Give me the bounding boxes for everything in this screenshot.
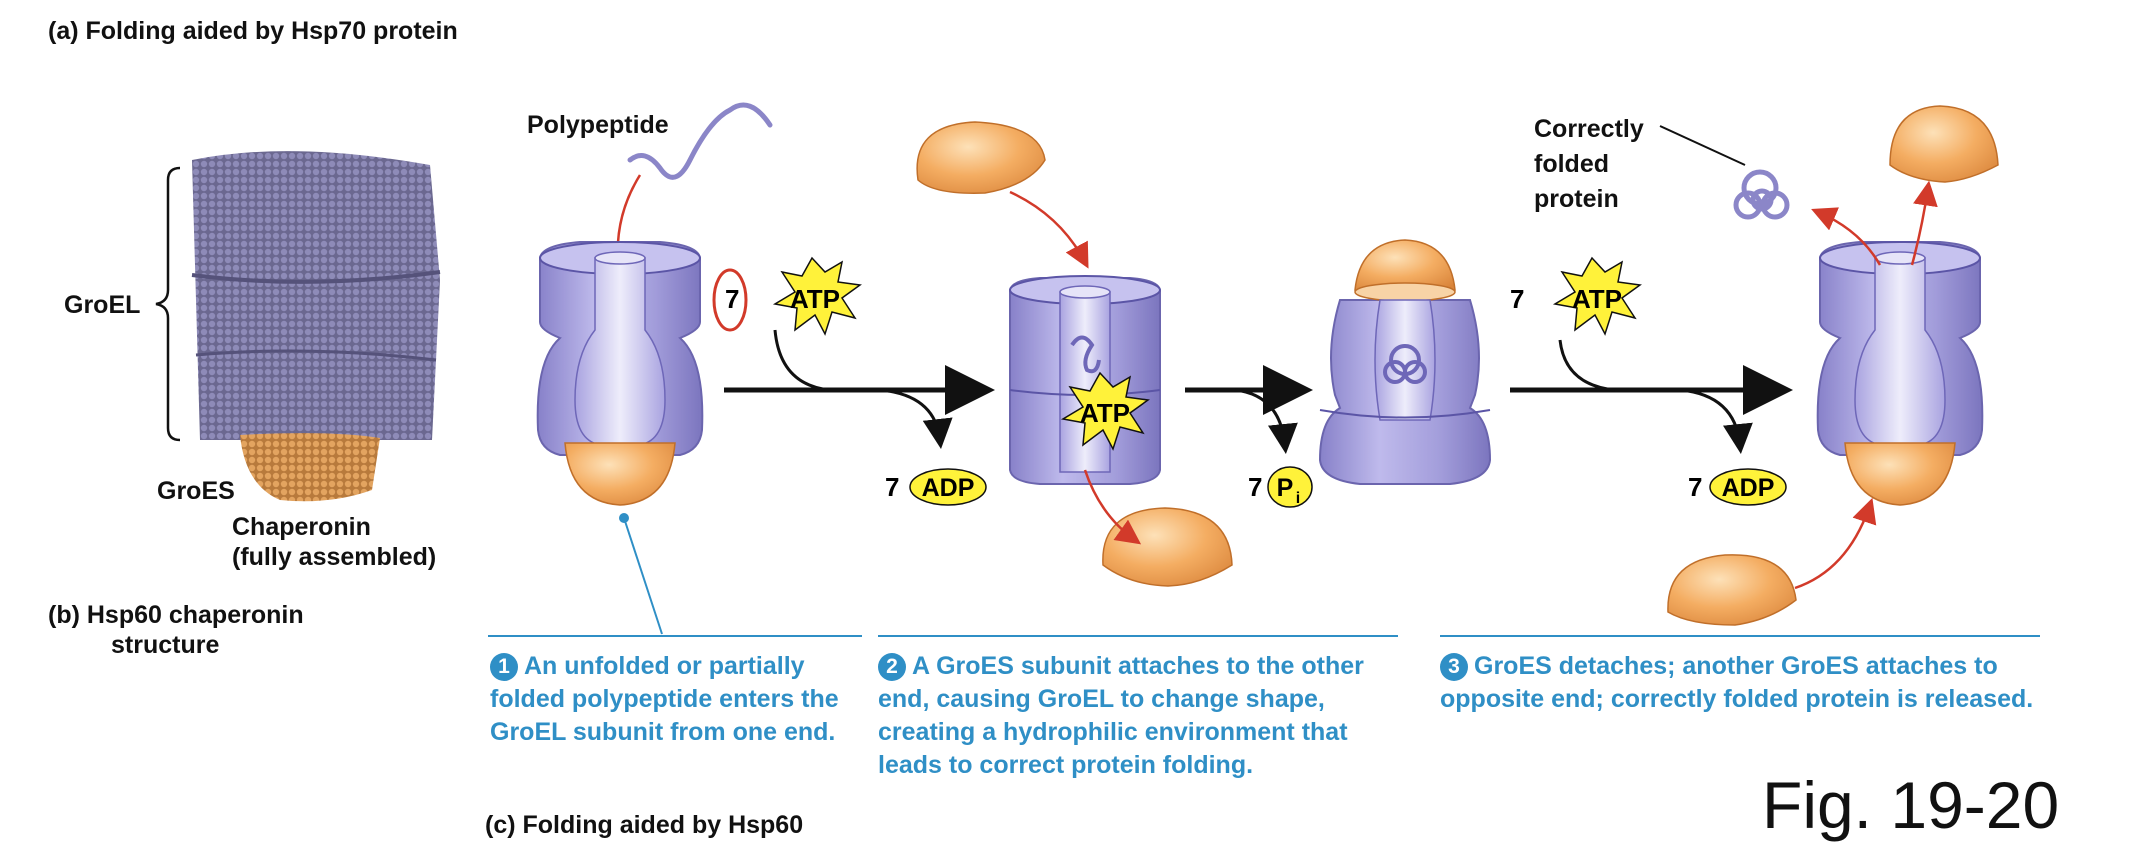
groes-cap-incoming	[916, 121, 1046, 194]
svg-text:ATP: ATP	[1572, 284, 1622, 314]
adp-oval-2: 7 ADP	[1688, 468, 1787, 506]
groel-barrel-3	[1318, 239, 1492, 485]
folded-protein-pointer	[1659, 125, 1746, 166]
atp-star-3: ATP 7	[1510, 256, 1642, 336]
groes-cap-new	[1667, 554, 1797, 626]
groes-release-arrow	[1910, 180, 1938, 266]
svg-text:7: 7	[725, 284, 739, 314]
chaperonin-structure-image	[191, 151, 441, 502]
groes-attach-arrow	[1009, 190, 1089, 269]
svg-text:ADP: ADP	[1722, 474, 1775, 502]
svg-text:ATP: ATP	[790, 284, 840, 314]
step-1-pointer	[619, 513, 663, 635]
protein-release-arrow	[1811, 207, 1882, 266]
reaction-arrow-2	[1185, 365, 1313, 454]
groes-cap-detached	[1889, 105, 1999, 183]
svg-text:7: 7	[1510, 284, 1524, 314]
pi-oval: 7 P i	[1248, 466, 1313, 508]
svg-text:7: 7	[1688, 472, 1702, 502]
step-1-badge: 1	[490, 653, 518, 681]
polypeptide-chain	[627, 102, 773, 180]
folded-protein	[1733, 169, 1790, 220]
reaction-arrow-3	[1510, 339, 1793, 454]
groes-cap-released	[1102, 507, 1233, 587]
panel-a-title: (a) Folding aided by Hsp70 protein	[48, 17, 458, 45]
svg-text:ADP: ADP	[922, 474, 975, 502]
atp-star-1: ATP 7	[712, 256, 862, 336]
polypeptide-label: Polypeptide	[527, 111, 669, 139]
correctly-folded-label: Correctly folded protein	[1534, 115, 1644, 213]
svg-text:i: i	[1296, 490, 1300, 507]
step-3-badge: 3	[1440, 653, 1468, 681]
groes-new-attach-arrow	[1794, 497, 1877, 590]
svg-text:7: 7	[1248, 472, 1262, 502]
groel-barrel-4	[1816, 241, 1984, 506]
svg-text:P: P	[1277, 474, 1294, 502]
groel-barrel-2	[1009, 275, 1161, 485]
groes-label: GroES	[157, 477, 235, 505]
svg-text:ATP: ATP	[1080, 398, 1130, 428]
svg-text:7: 7	[885, 472, 899, 502]
groel-label: GroEL	[64, 291, 141, 319]
adp-oval-1: 7 ADP	[885, 468, 987, 506]
groel-barrel-1	[536, 241, 704, 506]
reaction-arrow-1	[724, 329, 995, 449]
groes-detach-arrow	[1083, 469, 1142, 545]
panel-b-title: (b) Hsp60 chaperonin structure	[48, 601, 304, 659]
atp-star-2: ATP	[1060, 371, 1150, 451]
groel-bracket	[155, 166, 181, 442]
step-2-badge: 2	[878, 653, 906, 681]
chaperonin-label: Chaperonin (fully assembled)	[232, 513, 437, 571]
